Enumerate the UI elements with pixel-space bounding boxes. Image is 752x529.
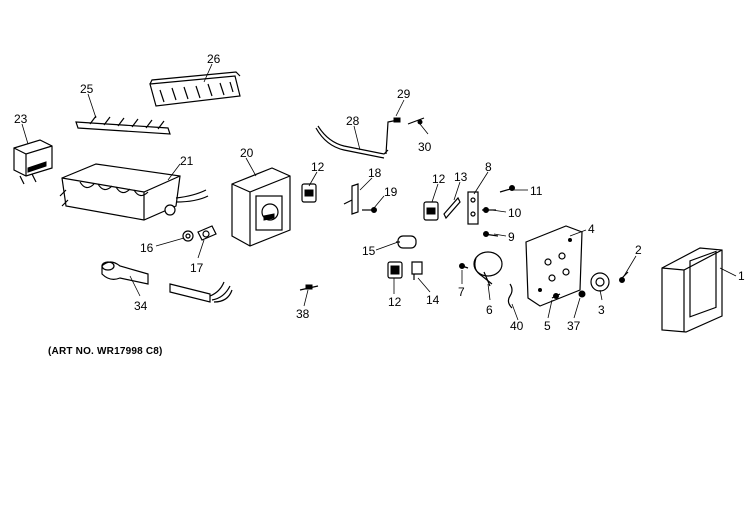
callout-14: 14 xyxy=(426,293,440,307)
part-6-motor xyxy=(473,251,503,287)
part-2-screw xyxy=(619,271,629,283)
callout-3: 3 xyxy=(598,303,605,317)
part-37-screw xyxy=(578,290,586,298)
part-40-spring xyxy=(507,283,513,309)
part-29-lever xyxy=(385,117,401,155)
part-12-switch-b xyxy=(423,201,439,221)
callout-12-c: 12 xyxy=(388,295,402,309)
callout-25: 25 xyxy=(80,82,94,96)
part-18-bracket xyxy=(343,183,359,215)
callout-12-a: 12 xyxy=(311,160,325,174)
part-20-module xyxy=(231,167,291,247)
part-21-ice-mold xyxy=(59,163,209,221)
callout-37: 37 xyxy=(567,319,581,333)
callout-4: 4 xyxy=(588,222,595,236)
callout-13: 13 xyxy=(454,170,468,184)
part-26-stripper xyxy=(149,71,241,107)
callout-30: 30 xyxy=(418,140,432,154)
part-15-thermostat xyxy=(396,235,417,249)
callout-1: 1 xyxy=(738,269,745,283)
part-13-plate xyxy=(443,196,461,220)
part-12-switch-c xyxy=(387,261,403,279)
part-17-bearing xyxy=(197,225,217,241)
callout-2: 2 xyxy=(635,243,642,257)
part-12-switch-a xyxy=(301,183,317,203)
callout-16: 16 xyxy=(140,241,154,255)
part-38-connector xyxy=(299,284,319,291)
part-16-grommet xyxy=(182,230,194,242)
part-28-arm xyxy=(315,125,389,159)
part-30-screw xyxy=(407,117,425,125)
part-1-cover xyxy=(661,247,723,333)
callout-10: 10 xyxy=(508,206,522,220)
callout-20: 20 xyxy=(240,146,254,160)
art-number-caption: (ART NO. WR17998 C8) xyxy=(48,346,163,357)
part-3-gear xyxy=(590,272,610,292)
callout-17: 17 xyxy=(190,261,204,275)
callout-18: 18 xyxy=(368,166,382,180)
part-11-screw xyxy=(499,185,515,193)
callout-21: 21 xyxy=(180,154,194,168)
part-14-switch xyxy=(411,261,423,280)
callout-19: 19 xyxy=(384,185,398,199)
part-23-housing xyxy=(13,139,53,185)
callout-8: 8 xyxy=(485,160,492,174)
wire-harness xyxy=(169,281,233,303)
callout-29: 29 xyxy=(397,87,411,101)
callout-28: 28 xyxy=(346,114,360,128)
callout-38: 38 xyxy=(296,307,310,321)
part-19-screw xyxy=(362,207,377,213)
callout-40: 40 xyxy=(510,319,524,333)
callout-7: 7 xyxy=(458,285,465,299)
part-10-screw xyxy=(482,207,496,213)
callout-34: 34 xyxy=(134,299,148,313)
leader-lines xyxy=(21,63,737,321)
callout-23: 23 xyxy=(14,112,28,126)
callout-11: 11 xyxy=(530,184,543,198)
callout-labels: 26 25 23 21 20 12 18 19 28 29 30 12 13 8… xyxy=(14,52,745,333)
part-5-screw xyxy=(551,293,561,299)
part-4-plate xyxy=(525,225,583,307)
callout-5: 5 xyxy=(544,319,551,333)
part-34-fill-cup xyxy=(101,261,149,285)
part-8-bracket xyxy=(467,191,479,225)
callout-12-b: 12 xyxy=(432,172,446,186)
part-25-ejector xyxy=(75,115,171,135)
callout-6: 6 xyxy=(486,303,493,317)
callout-26: 26 xyxy=(207,52,221,66)
part-9-screw xyxy=(483,231,499,237)
callout-9: 9 xyxy=(508,230,515,244)
callout-15: 15 xyxy=(362,244,376,258)
part-7-screw xyxy=(459,263,469,269)
